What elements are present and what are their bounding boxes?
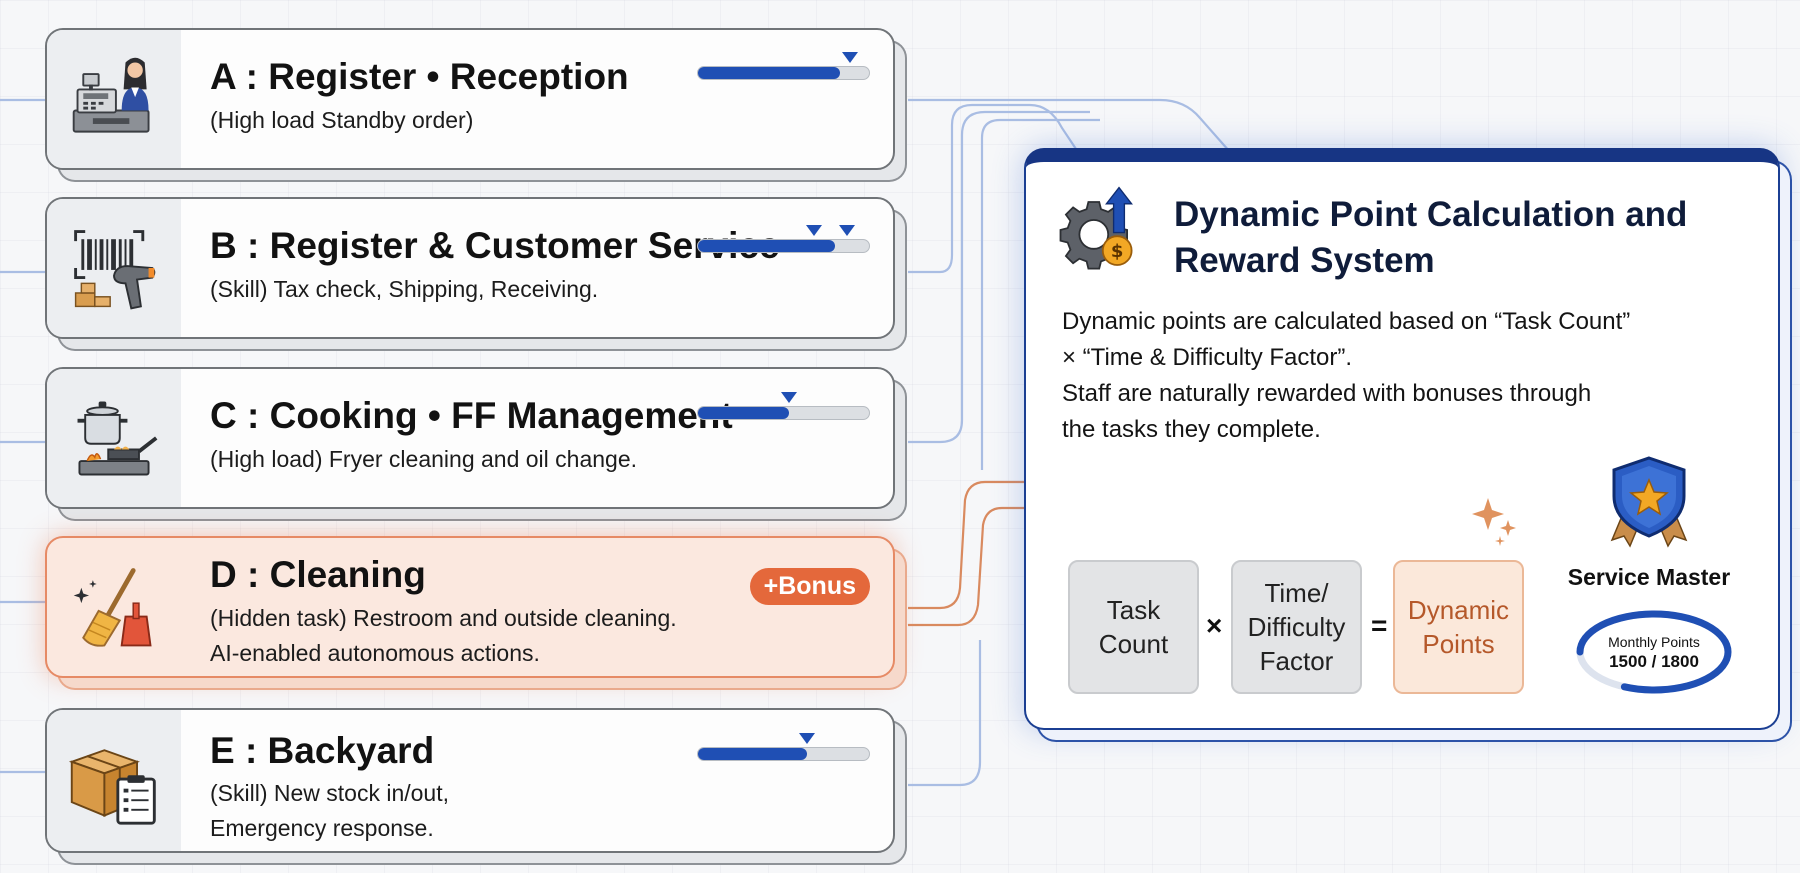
task-title-e: E : Backyard <box>210 730 435 771</box>
badge-label: Service Master <box>1567 564 1731 590</box>
sparkle-icon <box>1472 498 1516 546</box>
load-bar-fill-b <box>698 240 835 252</box>
reward-system-panel: $ Dynamic Point Calculation and Reward S… <box>1024 148 1780 730</box>
task-desc-d: (Hidden task) Restroom and outside clean… <box>210 601 677 671</box>
load-marker-c-1 <box>780 392 797 403</box>
load-bar-c <box>697 392 870 420</box>
task-desc-d-line-1: (Hidden task) Restroom and outside clean… <box>210 605 677 631</box>
load-bar-fill-e <box>698 748 808 760</box>
task-count-line-2: Count <box>1098 629 1169 659</box>
load-bar-fill-c <box>698 407 789 419</box>
svg-text:$: $ <box>1111 241 1124 262</box>
barcode-scanner-boxes-icon <box>47 199 181 337</box>
task-desc-a: (High load Standby order) <box>210 103 473 138</box>
task-desc-a-line-1: (High load Standby order) <box>210 107 474 133</box>
gear-dollar-arrow-icon: $ <box>1059 186 1133 270</box>
panel-desc-line-1: Dynamic points are calculated based on “… <box>1062 308 1631 335</box>
task-title-a: A : Register • Reception <box>210 56 629 97</box>
task-count-line-1: Task <box>1106 595 1161 625</box>
panel-desc-line-2: × “Time & Difficulty Factor”. <box>1062 344 1353 371</box>
cash-register-cashier-icon <box>47 30 181 168</box>
load-marker-e-1 <box>799 733 816 744</box>
load-bar-e <box>697 733 870 761</box>
panel-desc-line-4: the tasks they complete. <box>1062 416 1321 443</box>
load-marker-b-1 <box>806 225 823 236</box>
task-card-c[interactable]: C : Cooking • FF Management (High load) … <box>45 367 895 509</box>
dynamic-points-line-1: Dynamic <box>1407 595 1510 625</box>
task-desc-e-line-1: (Skill) New stock in/out, <box>210 780 450 806</box>
task-desc-e: (Skill) New stock in/out, Emergency resp… <box>210 776 449 846</box>
load-bar-fill-a <box>698 67 840 79</box>
panel-title: Dynamic Point Calculation and Reward Sys… <box>1174 195 1688 280</box>
equals-operator: = <box>1371 610 1388 641</box>
load-marker-b-2 <box>838 225 855 236</box>
task-desc-b-line-1: (Skill) Tax check, Shipping, Receiving. <box>210 276 599 302</box>
task-desc-c-line-1: (High load) Fryer cleaning and oil chang… <box>210 446 638 472</box>
panel-description: Dynamic points are calculated based on “… <box>1062 304 1702 448</box>
times-operator: × <box>1206 610 1223 641</box>
task-desc-e-line-2: Emergency response. <box>210 815 434 841</box>
task-title-b: B : Register & Customer Service <box>210 225 780 266</box>
task-desc-c: (High load) Fryer cleaning and oil chang… <box>210 442 637 477</box>
task-card-a[interactable]: A : Register • Reception (High load Stan… <box>45 28 895 170</box>
panel-desc-line-3: Staff are naturally rewarded with bonuse… <box>1062 380 1592 407</box>
task-title-d: D : Cleaning <box>210 554 426 595</box>
task-card-b[interactable]: B : Register & Customer Service (Skill) … <box>45 197 895 339</box>
monthly-points-meter <box>1576 610 1732 694</box>
bonus-badge: +Bonus <box>749 568 870 605</box>
time-difficulty-line-1: Time/ <box>1264 578 1329 608</box>
load-marker-a-1 <box>842 52 859 63</box>
broom-dustpan-icon <box>47 538 181 676</box>
task-desc-d-line-2: AI-enabled autonomous actions. <box>210 640 540 666</box>
monthly-points-value: 1500 / 1800 <box>1609 652 1699 671</box>
monthly-points-meter-arc <box>1576 610 1732 694</box>
task-card-e[interactable]: E : Backyard (Skill) New stock in/out, E… <box>45 708 895 853</box>
load-bar-a <box>697 52 870 80</box>
load-bar-b <box>697 225 870 253</box>
shield-star-icon <box>1610 456 1688 548</box>
cardboard-box-clipboard-icon <box>47 710 181 851</box>
dynamic-points-line-2: Points <box>1422 629 1495 659</box>
monthly-points-label: Monthly Points <box>1608 634 1700 650</box>
task-card-d[interactable]: D : Cleaning (Hidden task) Restroom and … <box>45 536 895 678</box>
task-desc-b: (Skill) Tax check, Shipping, Receiving. <box>210 272 598 307</box>
pot-fryer-stove-icon <box>47 369 181 507</box>
task-title-c: C : Cooking • FF Management <box>210 395 733 436</box>
time-difficulty-line-2: Difficulty <box>1247 612 1346 642</box>
time-difficulty-line-3: Factor <box>1259 646 1334 676</box>
